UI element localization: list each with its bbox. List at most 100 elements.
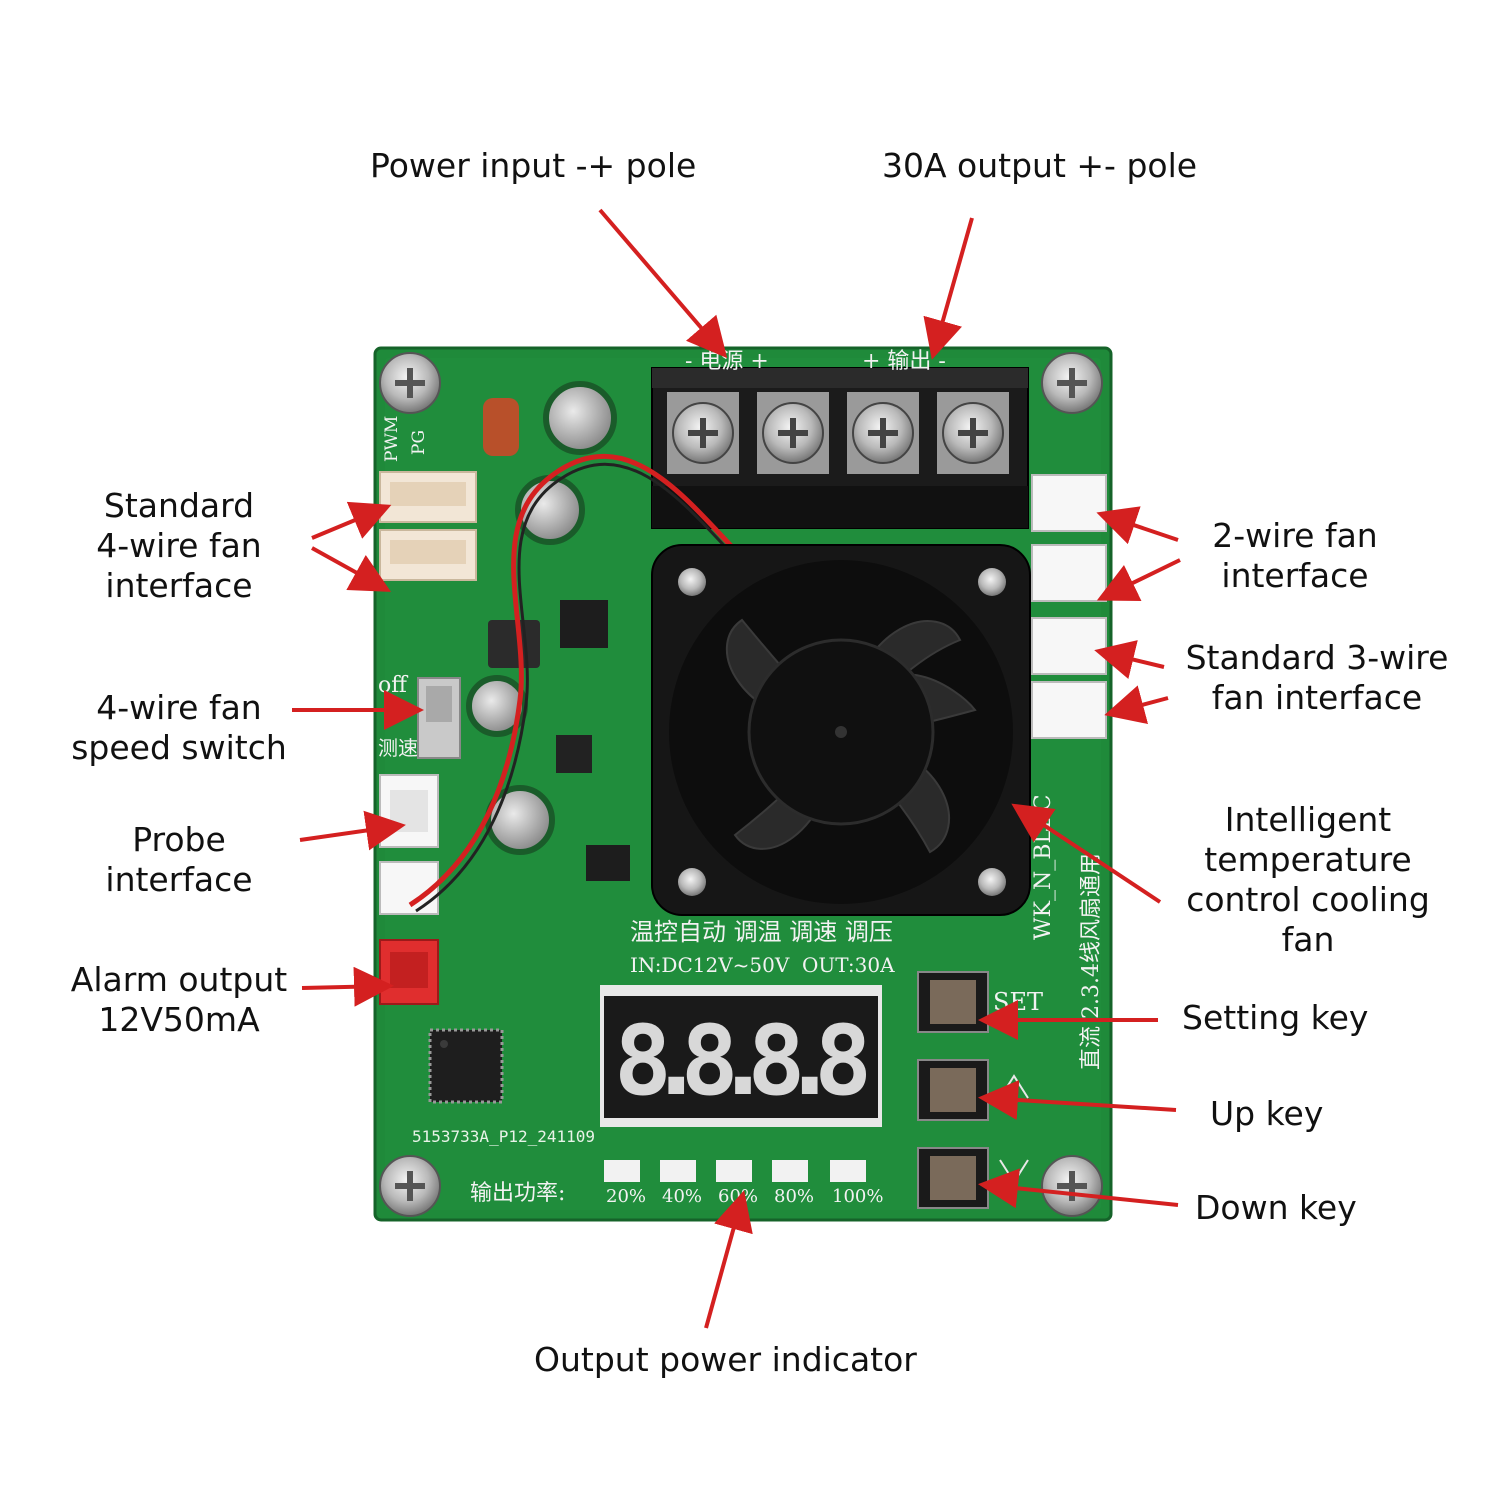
arrow-std4-1: [311, 501, 392, 540]
ic2: [586, 845, 630, 881]
callout-speed-switch: 4-wire fan speed switch: [60, 688, 298, 768]
capacitor-ce4: [543, 381, 617, 455]
arrow-fan: [1011, 803, 1162, 904]
three-wire-connector-1: [1031, 617, 1107, 675]
callout-probe: Probe interface: [70, 820, 288, 900]
four-wire-connector-2: [379, 529, 477, 581]
output-spec-label: OUT:30A: [802, 953, 895, 977]
arrow-output: [923, 217, 974, 360]
fan-wire: [408, 454, 762, 908]
callout-power-input: Power input -+ pole: [370, 146, 696, 186]
alarm-connector: [379, 939, 439, 1005]
set-label: SET: [993, 988, 1043, 1016]
callout-fan-line4: fan: [1281, 920, 1335, 959]
terminal-label-output: + 输出 -: [862, 349, 946, 374]
callout-fan: Intelligent temperature control cooling …: [1176, 800, 1440, 960]
terminal-screw-2: [757, 392, 829, 474]
display-digits: 8.8.8.8: [614, 1005, 872, 1117]
arrow-up-key: [978, 1080, 1177, 1120]
power-level-60: 60%: [718, 1186, 758, 1207]
arrow-std4-2: [311, 546, 391, 592]
callout-output-30a-text: 30A output +- pole: [882, 146, 1198, 185]
callout-output-30a: 30A output +- pole: [882, 146, 1197, 186]
mounting-screw-top-left: [379, 352, 441, 414]
three-wire-connector-2: [1031, 681, 1107, 739]
arrow-output-power: [704, 1190, 753, 1329]
mounting-screw-top-right: [1041, 352, 1103, 414]
terminal-screw-3: [847, 392, 919, 474]
callout-probe-line1: Probe: [132, 820, 226, 859]
speed-cn-label: 测速: [378, 736, 418, 760]
input-spec-label: IN:DC12V~50V: [630, 953, 790, 977]
mounting-screw-bottom-right: [1041, 1155, 1103, 1217]
arrow-two-wire-1: [1096, 506, 1179, 545]
callout-std4-line1: Standard: [103, 486, 255, 525]
arrow-std3-1: [1094, 640, 1165, 679]
mode-row-label: 温控自动 调温 调速 调压: [630, 918, 893, 946]
callout-speed-line2: speed switch: [71, 728, 287, 767]
arrow-probe: [299, 810, 406, 851]
cooling-fan: [651, 544, 1031, 916]
desc-vertical-label: 直流 2.3.4线风扇通用: [1079, 853, 1104, 1070]
callout-alarm-line2: 12V50mA: [98, 1000, 260, 1039]
arrow-down-key: [978, 1168, 1179, 1209]
callout-setting-key: Setting key: [1182, 998, 1368, 1038]
model-vertical-label: WK_N_BLDC: [1031, 794, 1056, 940]
callout-two-wire: 2-wire fan interface: [1190, 516, 1400, 596]
terminal-screw-4: [937, 392, 1009, 474]
seven-segment-display: [600, 985, 882, 1127]
arrow-std3-2: [1104, 685, 1169, 725]
power-level-100: 100%: [832, 1186, 883, 1207]
ic1: [560, 600, 608, 648]
up-button[interactable]: [917, 1059, 989, 1121]
power-level-80: 80%: [774, 1186, 814, 1207]
callout-std4-line2: 4-wire fan: [96, 526, 262, 565]
terminal-screw-1: [667, 392, 739, 474]
callout-std3-line1: Standard 3-wire: [1185, 638, 1449, 677]
terminal-label-input: - 电源 +: [685, 349, 769, 374]
two-wire-connector-2: [1031, 544, 1107, 602]
pwm-label: PWM: [382, 416, 402, 462]
pg-label: PG: [409, 430, 429, 455]
terminal-block: [651, 367, 1029, 529]
callout-std4: Standard 4-wire fan interface: [70, 486, 288, 606]
callout-output-power: Output power indicator: [534, 1340, 917, 1380]
probe-connector: [379, 774, 439, 848]
callout-std3: Standard 3-wire fan interface: [1172, 638, 1462, 718]
callout-std3-line2: fan interface: [1211, 678, 1423, 717]
callout-down-key-text: Down key: [1195, 1188, 1357, 1227]
transistor: [556, 735, 592, 773]
power-level-20: 20%: [606, 1186, 646, 1207]
power-level-40: 40%: [662, 1186, 702, 1207]
four-wire-connector-1: [379, 471, 477, 523]
small-connector: [379, 861, 439, 915]
callout-up-key: Up key: [1210, 1094, 1323, 1134]
down-button[interactable]: [917, 1147, 989, 1209]
film-capacitor: [483, 398, 519, 456]
arrow-power-input: [598, 208, 728, 359]
set-button[interactable]: [917, 971, 989, 1033]
callout-setting-key-text: Setting key: [1182, 998, 1369, 1037]
callout-std4-line3: interface: [105, 566, 253, 605]
callout-down-key: Down key: [1195, 1188, 1357, 1228]
callout-fan-line3: control cooling: [1186, 880, 1430, 919]
callout-probe-line2: interface: [105, 860, 253, 899]
off-label: off: [378, 673, 408, 698]
callout-output-power-text: Output power indicator: [534, 1340, 917, 1379]
arrow-two-wire-2: [1096, 558, 1181, 601]
callout-fan-line1: Intelligent: [1224, 800, 1392, 839]
callout-alarm-line1: Alarm output: [70, 960, 288, 999]
callout-two-wire-line2: interface: [1221, 556, 1369, 595]
callout-two-wire-line1: 2-wire fan: [1212, 516, 1378, 555]
fan-wire-black: [415, 463, 762, 913]
power-led-row: [604, 1160, 866, 1182]
callout-up-key-text: Up key: [1210, 1094, 1324, 1133]
callout-fan-line2: temperature: [1204, 840, 1412, 879]
speed-switch: [417, 677, 461, 759]
callout-alarm: Alarm output 12V50mA: [60, 960, 298, 1040]
microcontroller-chip: [428, 1028, 504, 1104]
part-number-label: 5153733A_P12_241109: [412, 1127, 595, 1146]
arrow-alarm: [301, 966, 394, 1007]
